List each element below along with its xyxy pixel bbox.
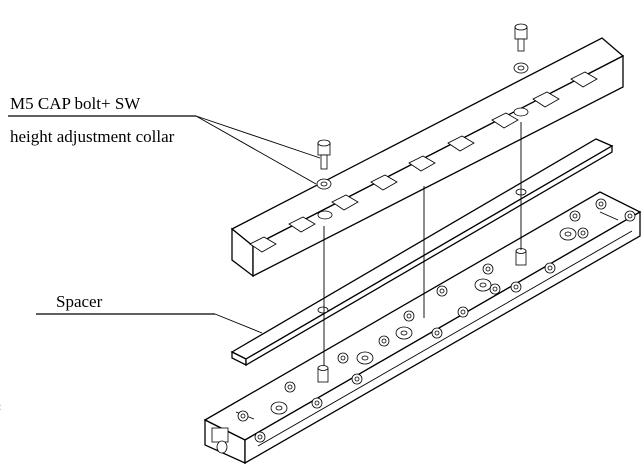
edge-mark: : — [0, 399, 1, 413]
alignment-lines — [323, 122, 522, 366]
label-collar: height adjustment collar — [10, 127, 175, 146]
base-bolts — [317, 248, 527, 383]
left-bolt-assembly — [316, 139, 332, 190]
base-bosses — [270, 227, 577, 415]
label-spacer: Spacer — [56, 292, 103, 311]
spacer-plate — [230, 138, 614, 367]
rail-blocks — [249, 71, 598, 253]
base-screws — [237, 198, 636, 443]
upper-rail — [230, 37, 625, 278]
right-bolt-assembly — [513, 23, 529, 74]
base-rail — [203, 191, 642, 465]
label-bolt: M5 CAP bolt+ SW — [10, 94, 141, 113]
leader-lines — [195, 115, 321, 334]
